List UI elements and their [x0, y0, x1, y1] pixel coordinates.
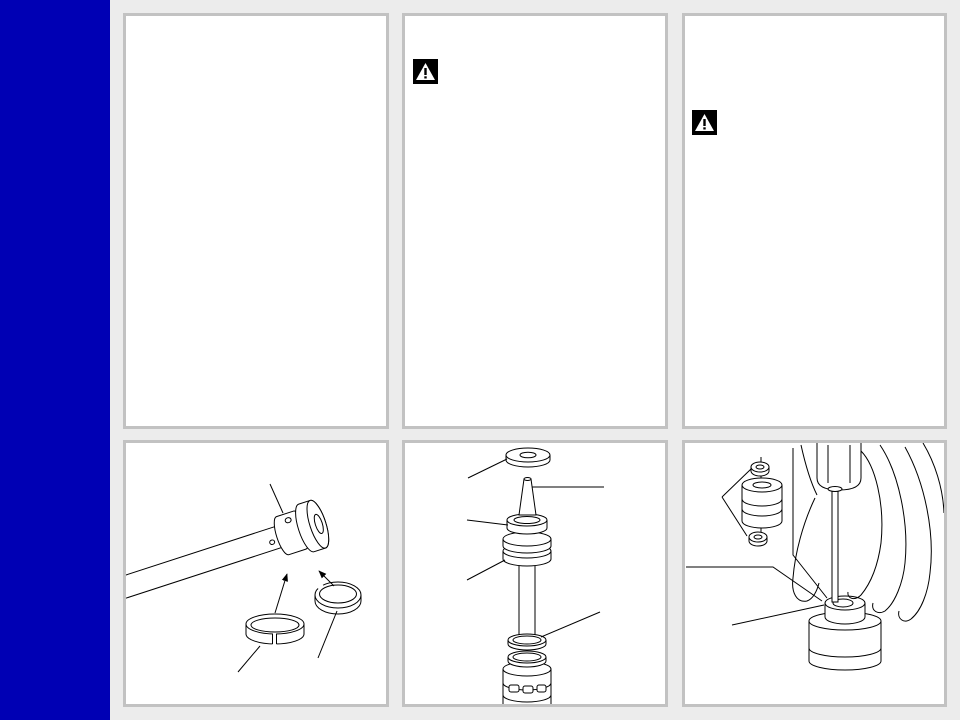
packing-stack [502, 513, 552, 567]
piston-rod-assembly [126, 499, 330, 612]
warning-icon [413, 59, 438, 84]
bottom-washer [748, 531, 768, 543]
section-sidebar-band [0, 0, 110, 720]
split-ring-gap [272, 633, 277, 646]
split-ring-right [314, 581, 362, 615]
warning-icon [692, 110, 717, 135]
housing-slot [536, 684, 547, 693]
finger [872, 444, 907, 614]
housing-slot [508, 684, 520, 693]
packing-install-illustration [686, 443, 944, 671]
split-ring-top [245, 613, 305, 635]
illustration-panel-2 [402, 440, 668, 707]
collar-hole [284, 517, 292, 524]
instruction-panel-3 [682, 13, 947, 429]
handle-ferrule [827, 486, 843, 492]
callout-leader [466, 559, 506, 581]
piston-rod-illustration [126, 483, 362, 673]
split-ring-inner [250, 617, 300, 633]
screwdriver-handle [816, 443, 862, 492]
gland-top [506, 513, 548, 527]
callout-leader [540, 611, 601, 638]
detail-callout-line [792, 448, 828, 599]
piston-rod [126, 523, 289, 612]
detail-callout-line [686, 566, 823, 602]
callout-leader [731, 604, 825, 626]
tapered-tip [518, 478, 537, 516]
hand-edge [800, 444, 818, 496]
top-washer [505, 447, 551, 468]
callout-leader [466, 519, 509, 526]
seal-bore [752, 481, 772, 489]
housing-band [808, 647, 882, 658]
callout-leader [269, 483, 284, 514]
illustration-panel-3 [682, 440, 947, 707]
rod-pin-hole [269, 539, 276, 545]
washer-top [505, 447, 551, 463]
split-ring-inner [319, 584, 357, 604]
split-ring-left [245, 613, 305, 646]
piston-disc-face [306, 499, 330, 549]
exploded-parts [741, 457, 783, 547]
shaft [518, 560, 536, 646]
hand [792, 443, 944, 622]
callout-leader [467, 458, 508, 479]
piston-disc-bore [313, 513, 324, 534]
lower-ring [507, 650, 547, 668]
finger [847, 450, 883, 600]
ring-inner [512, 635, 542, 645]
finger [898, 446, 932, 622]
gland-ring [513, 516, 541, 524]
handle-grip [816, 443, 862, 491]
seal-groove [741, 508, 783, 517]
tip-end [523, 477, 532, 481]
callout-leader [721, 468, 752, 498]
thumb [792, 497, 820, 602]
ring-inner [512, 652, 542, 662]
callout-leader [317, 610, 338, 659]
housing-slot [522, 685, 534, 694]
upper-ring [507, 633, 547, 651]
screwdriver-shaft [831, 488, 839, 603]
instruction-panel-2 [402, 13, 668, 429]
housing-band [502, 694, 552, 703]
washer-hole [519, 451, 537, 459]
install-arrow [274, 573, 288, 614]
seal-top [741, 477, 783, 493]
top-washer [750, 461, 770, 473]
packing-housing [808, 595, 882, 671]
bottom-housing [502, 661, 552, 704]
washer-hole [755, 464, 765, 470]
illustration-panel-1 [123, 440, 389, 707]
split-ring-gap [316, 582, 325, 591]
seal-groove [741, 498, 783, 507]
callout-leader [237, 645, 261, 673]
callout-leader [721, 496, 748, 537]
rod-tip [518, 477, 537, 516]
install-arrow [318, 570, 335, 587]
exploded-rod-illustration [466, 447, 604, 704]
washer-hole [753, 534, 763, 540]
instruction-panel-1 [123, 13, 389, 429]
housing-body [808, 621, 882, 671]
hand-edge [922, 443, 944, 514]
